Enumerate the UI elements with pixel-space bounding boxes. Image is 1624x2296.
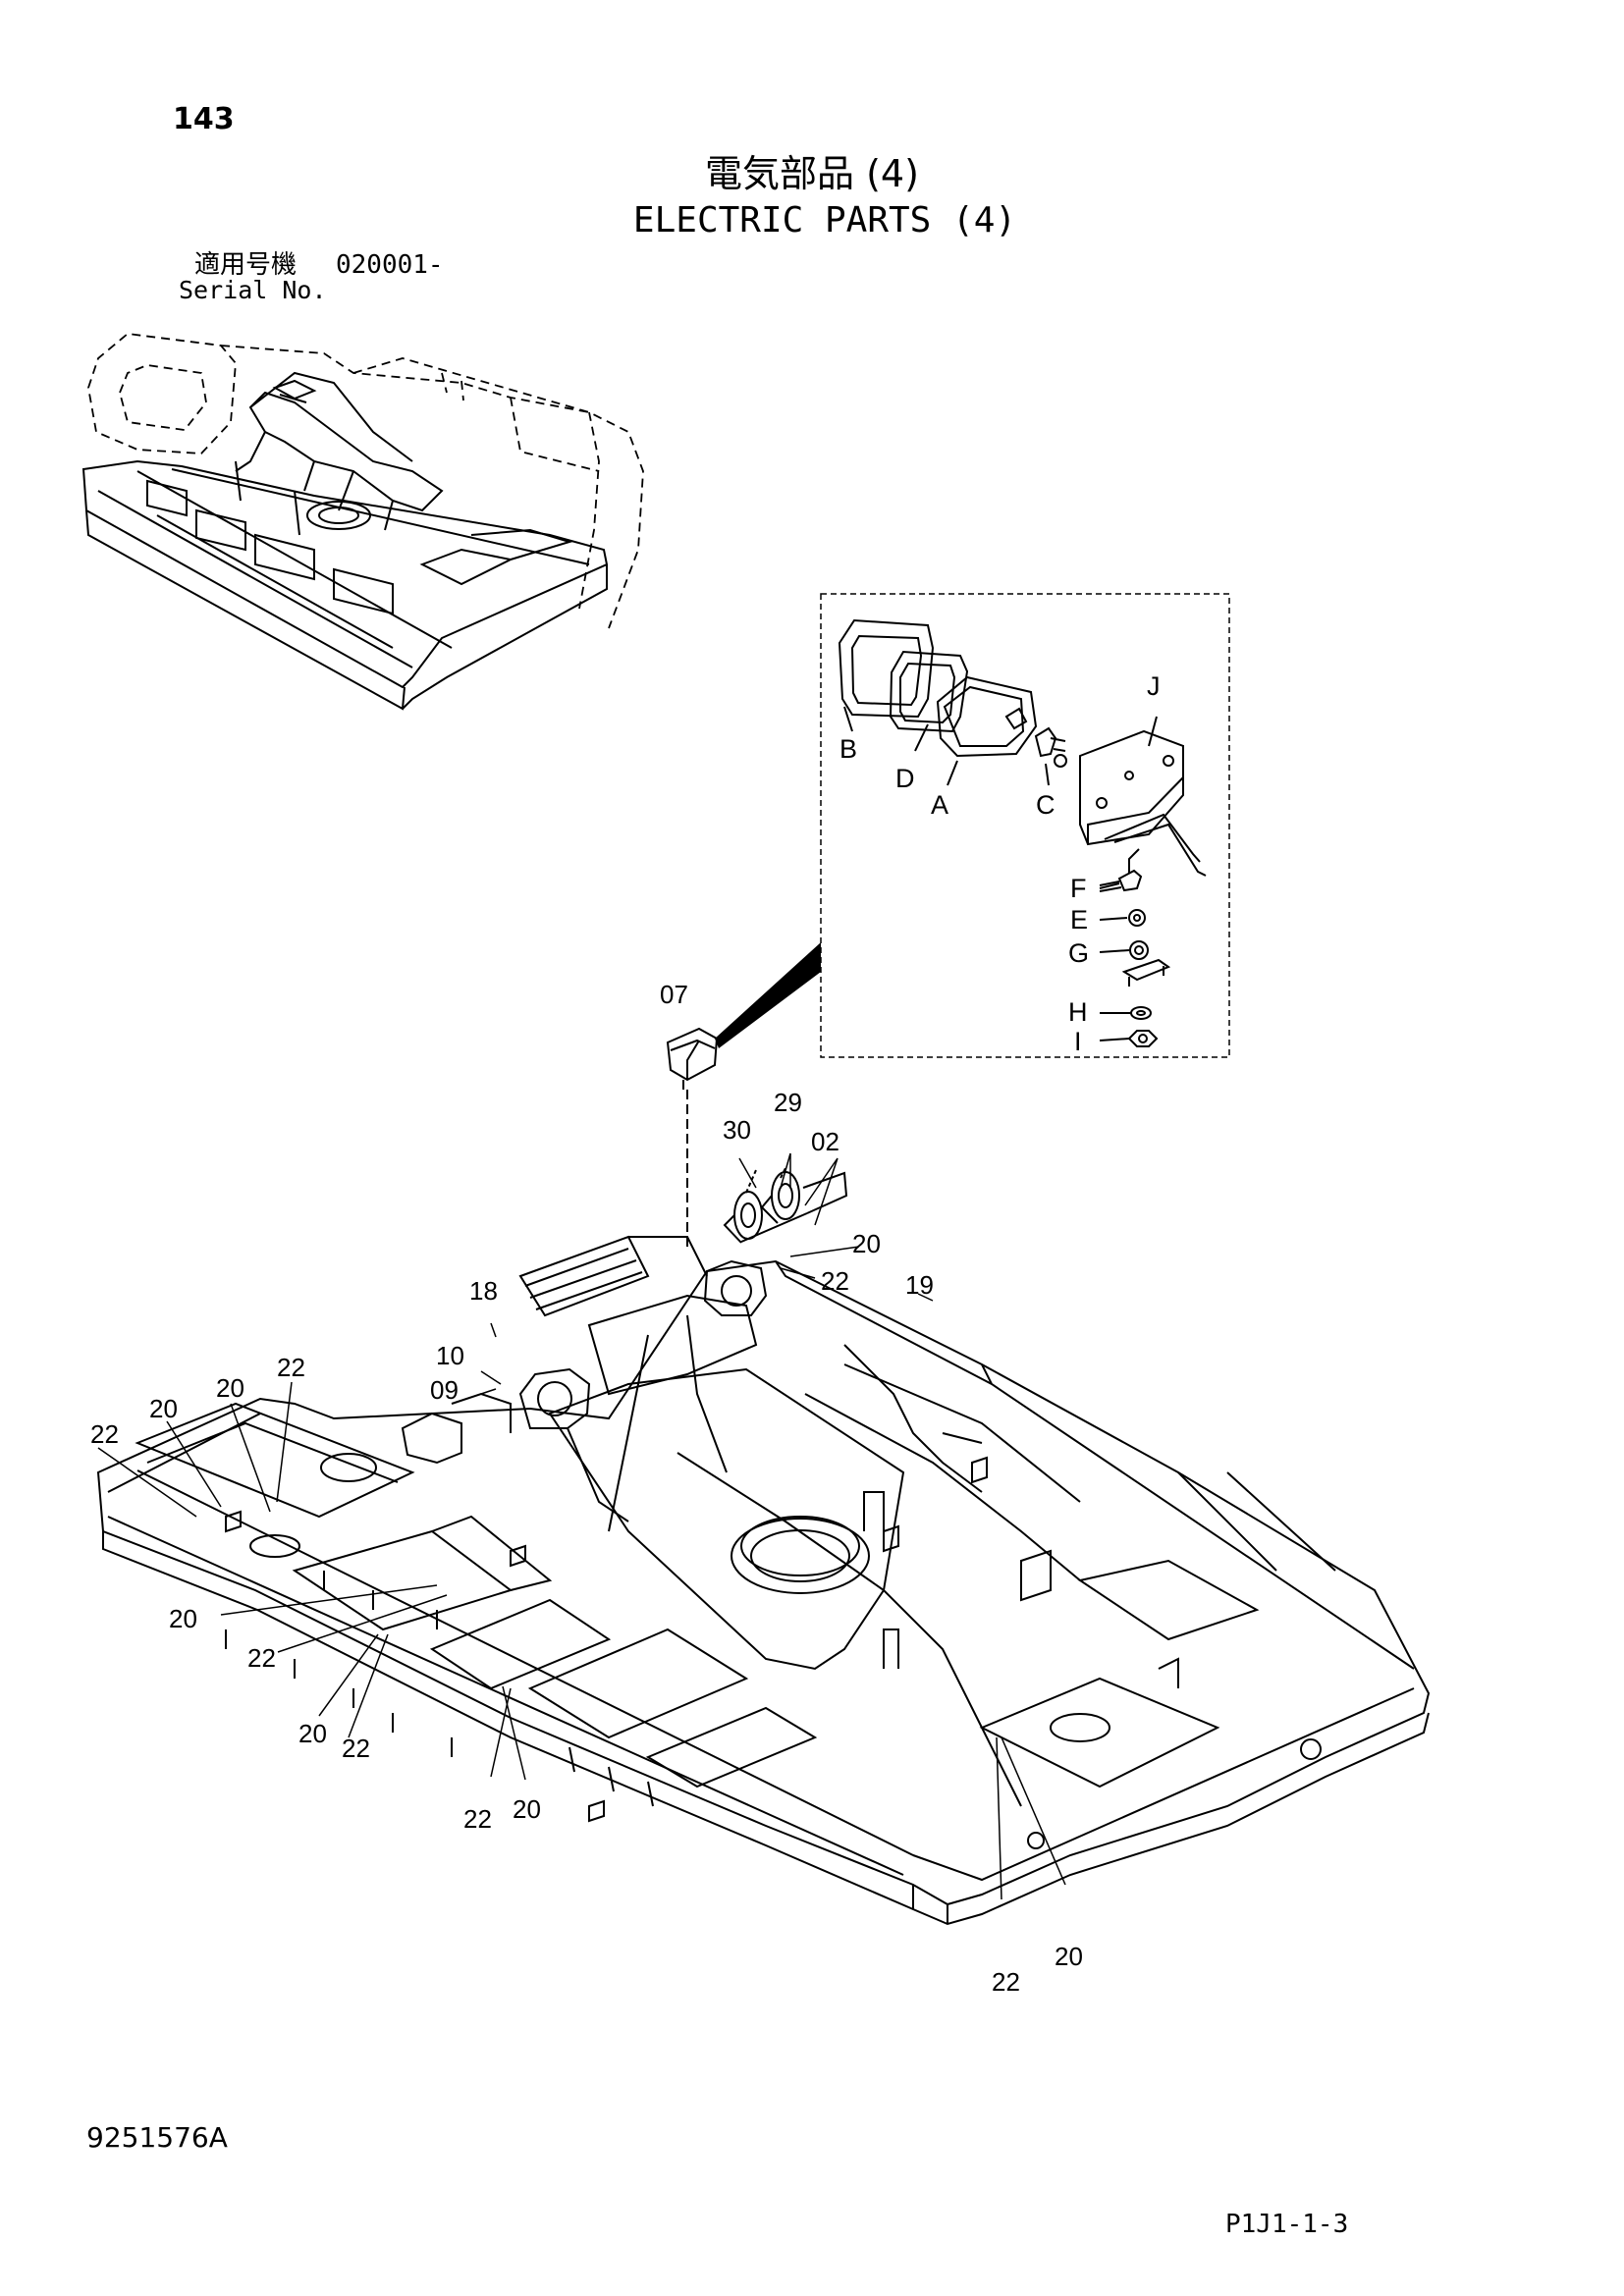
callout-20: 20 [149, 1394, 178, 1423]
callout-i: I [1074, 1027, 1082, 1056]
detail-callout-labels: B D A C J F E G H I [839, 671, 1161, 1056]
callout-b: B [839, 734, 857, 764]
callout-20: 20 [513, 1794, 541, 1824]
callout-22: 22 [342, 1734, 370, 1763]
page-code: P1J1-1-3 [1225, 2210, 1349, 2239]
callout-f: F [1070, 874, 1087, 903]
callout-20: 20 [1055, 1942, 1083, 1971]
callout-h: H [1068, 997, 1088, 1027]
title-english: ELECTRIC PARTS (4) [632, 200, 1017, 240]
callout-07: 07 [660, 980, 688, 1009]
callout-g: G [1068, 938, 1089, 968]
callout-22: 22 [463, 1804, 492, 1834]
callout-22: 22 [90, 1419, 119, 1449]
callout-22: 22 [277, 1353, 305, 1382]
page-number: 143 [173, 102, 235, 136]
callout-19: 19 [905, 1270, 934, 1300]
callout-22: 22 [247, 1643, 276, 1673]
callout-09: 09 [430, 1375, 459, 1405]
callout-29: 29 [774, 1088, 802, 1117]
callout-j: J [1147, 671, 1161, 701]
serial-label-english: Serial No. [179, 276, 327, 304]
callout-d: D [895, 764, 915, 793]
callout-a: A [931, 790, 948, 820]
serial-value: 020001- [336, 250, 444, 280]
callout-c: C [1036, 790, 1056, 820]
callout-02: 02 [811, 1127, 839, 1156]
detail-inset [820, 593, 1230, 1058]
callout-20: 20 [852, 1229, 881, 1258]
overview-machine-thumbnail [81, 333, 644, 711]
callout-e: E [1070, 905, 1088, 934]
main-callout-labels: 07 29 30 02 20 22 19 18 10 09 22 20 20 2… [90, 980, 1083, 1997]
callout-20: 20 [298, 1719, 327, 1748]
callout-22: 22 [821, 1266, 849, 1296]
horns-29-30 [723, 1167, 848, 1244]
callout-20: 20 [216, 1373, 244, 1403]
title-japanese: 電気部品 (4) [705, 152, 919, 195]
callout-22: 22 [992, 1967, 1020, 1997]
callout-30: 30 [723, 1115, 751, 1145]
drawing-number: 9251576A [86, 2121, 228, 2154]
upperstructure-frame [96, 1235, 1431, 1926]
callout-10: 10 [436, 1341, 464, 1370]
callout-18: 18 [469, 1276, 498, 1306]
callout-leader-lines [97, 1152, 1066, 1900]
callout-20: 20 [169, 1604, 197, 1633]
work-lamp-07 [666, 1027, 719, 1247]
serial-label-japanese: 適用号機 [194, 250, 298, 280]
